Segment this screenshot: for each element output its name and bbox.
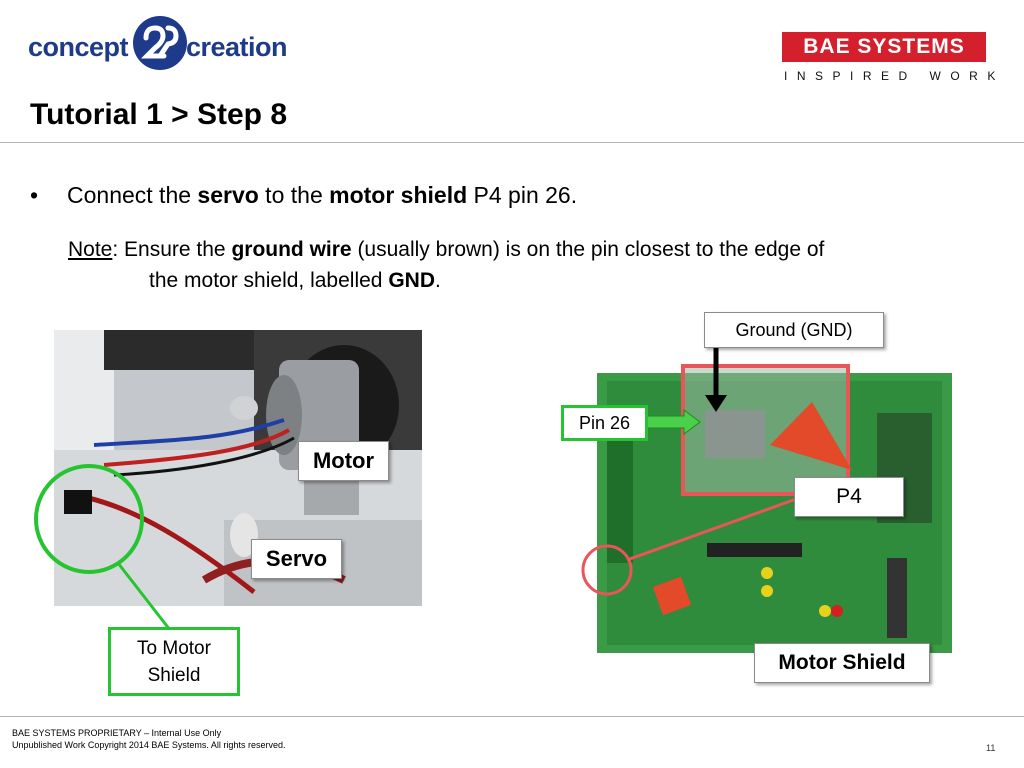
- footer-notice: BAE SYSTEMS PROPRIETARY – Internal Use O…: [12, 728, 286, 750]
- logo-text-concept: concept: [28, 32, 129, 62]
- connector-wedge: [770, 402, 852, 470]
- concept-creation-logo: concept creation: [28, 14, 290, 74]
- motor-label: Motor: [298, 441, 389, 481]
- bae-systems-logo: BAE SYSTEMS INSPIRED WORK: [782, 32, 995, 83]
- concept-creation-mark-icon: [133, 16, 187, 70]
- pin26-label: Pin 26: [561, 405, 648, 441]
- to-motor-shield-pointer: [116, 562, 172, 631]
- pin26-arrow-icon: [642, 409, 701, 435]
- ground-label: Ground (GND): [704, 312, 884, 348]
- note-label: Note: [68, 238, 113, 261]
- instruction-bullet: •Connect the servo to the motor shield P…: [30, 182, 578, 208]
- p4-header-pins: [705, 410, 765, 458]
- motor-shield-label: Motor Shield: [754, 643, 930, 683]
- p4-pointer-line: [626, 492, 811, 562]
- slide-title: Tutorial 1 > Step 8: [30, 98, 288, 131]
- bae-tagline: INSPIRED WORK: [784, 69, 1005, 83]
- servo-connector-circle: [34, 464, 144, 574]
- note-paragraph: Note: Ensure the ground wire (usually br…: [68, 238, 825, 292]
- bullet-marker: •: [30, 182, 39, 208]
- title-divider: [0, 142, 1024, 143]
- p4-label: P4: [794, 477, 904, 517]
- ground-arrow-head: [705, 395, 727, 412]
- p4-location-circle: [581, 544, 633, 596]
- page-number: 11: [986, 743, 996, 753]
- to-motor-shield-label: To Motor Shield: [108, 627, 240, 696]
- servo-label: Servo: [251, 539, 342, 579]
- footer-divider: [0, 716, 1024, 717]
- logo-text-creation: creation: [186, 32, 288, 62]
- bae-logo-box: BAE SYSTEMS: [782, 32, 986, 62]
